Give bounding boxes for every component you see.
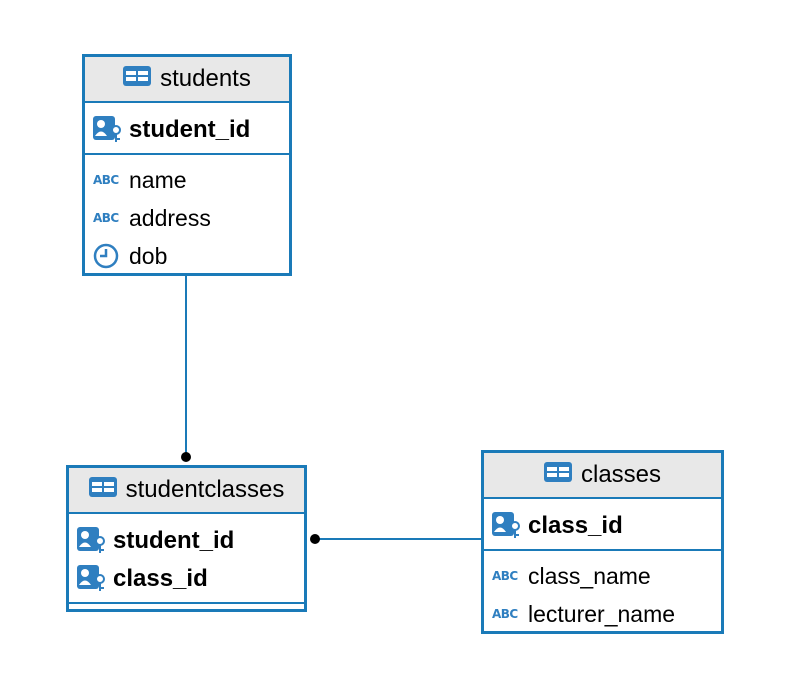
relationship-endpoint-dot xyxy=(181,452,191,462)
table-classes[interactable]: classes class_id ABC class_name ABC lect… xyxy=(481,450,724,634)
column-name: name xyxy=(129,166,187,193)
column-row[interactable]: dob xyxy=(85,237,289,275)
abc-text-icon: ABC xyxy=(93,211,119,225)
relationship-endpoint-dot xyxy=(310,534,320,544)
table-studentclasses[interactable]: studentclasses student_id class_id xyxy=(66,465,307,612)
pk-column-row[interactable]: class_id xyxy=(484,507,721,545)
column-name: student_id xyxy=(129,116,251,143)
column-name: dob xyxy=(129,242,168,269)
column-name: class_id xyxy=(528,512,623,539)
column-name: class_id xyxy=(113,565,208,592)
table-header: classes xyxy=(484,453,721,497)
table-icon xyxy=(543,461,572,489)
pk-column-row[interactable]: student_id xyxy=(85,111,289,149)
table-icon xyxy=(123,65,152,93)
primary-key-section: student_id class_id xyxy=(69,512,304,604)
clock-icon xyxy=(93,242,129,270)
table-title: students xyxy=(160,65,251,92)
attribute-section: ABC class_name ABC lecturer_name xyxy=(484,551,721,637)
attribute-section xyxy=(69,604,304,614)
primary-key-icon xyxy=(93,116,129,144)
primary-key-section: class_id xyxy=(484,497,721,551)
pk-column-row[interactable]: student_id xyxy=(69,522,304,560)
pk-column-row[interactable]: class_id xyxy=(69,560,304,598)
column-row[interactable]: ABC name xyxy=(85,161,289,199)
primary-key-icon xyxy=(492,512,528,540)
table-title: studentclasses xyxy=(125,476,285,503)
column-name: address xyxy=(129,204,211,231)
table-header: studentclasses xyxy=(69,468,304,512)
abc-text-icon: ABC xyxy=(492,569,518,583)
column-row[interactable]: ABC lecturer_name xyxy=(484,595,721,633)
column-row[interactable]: ABC class_name xyxy=(484,557,721,595)
column-name: class_name xyxy=(528,562,651,589)
table-students[interactable]: students student_id ABC name ABC address… xyxy=(82,54,292,276)
attribute-section: ABC name ABC address dob xyxy=(85,155,289,279)
primary-key-icon xyxy=(77,527,113,555)
table-header: students xyxy=(85,57,289,101)
table-icon xyxy=(88,476,117,504)
column-name: student_id xyxy=(113,527,235,554)
primary-key-icon xyxy=(77,565,113,593)
abc-text-icon: ABC xyxy=(492,607,518,621)
primary-key-section: student_id xyxy=(85,101,289,155)
column-row[interactable]: ABC address xyxy=(85,199,289,237)
abc-text-icon: ABC xyxy=(93,173,119,187)
column-name: lecturer_name xyxy=(528,600,676,627)
table-title: classes xyxy=(580,461,662,488)
